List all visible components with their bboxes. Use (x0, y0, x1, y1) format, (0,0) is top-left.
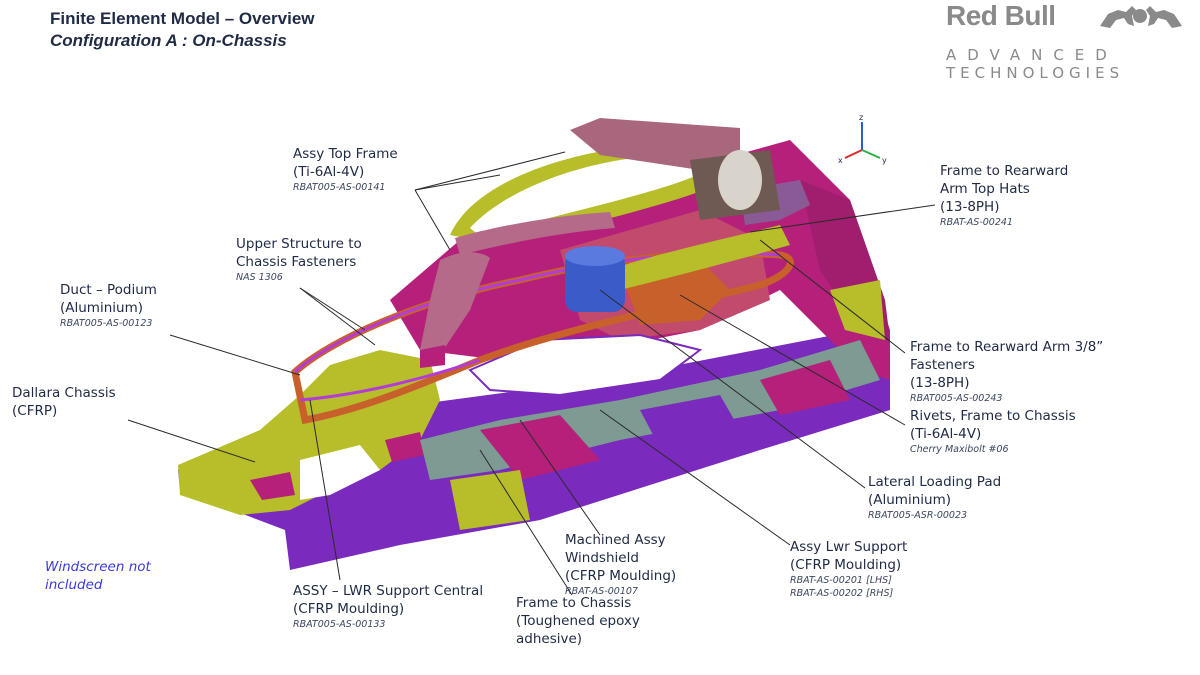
leader-lines (127, 151, 936, 596)
axis-z-label: z (859, 113, 863, 122)
label-text: (CFRP Moulding) (565, 568, 677, 584)
part-number: RBAT005-AS-00133 (293, 619, 386, 630)
label-text: (Toughened epoxy (516, 613, 640, 629)
label-top-hats: Frame to Rearward Arm Top Hats (13-8PH) … (940, 162, 1068, 229)
label-text: (Ti-6Al-4V) (293, 164, 365, 180)
part-number: RBAT-AS-00201 [LHS] (790, 575, 892, 586)
label-text: Duct – Podium (60, 282, 157, 298)
part-number: RBAT005-AS-00243 (910, 393, 1003, 404)
label-text: (13-8PH) (940, 199, 1000, 215)
label-text: Frame to Chassis (516, 595, 632, 611)
logo-brand: Red Bull (946, 0, 1056, 31)
label-text: Lateral Loading Pad (868, 474, 1002, 490)
part-number: RBAT-AS-00241 (940, 217, 1013, 228)
label-text: adhesive) (516, 631, 583, 647)
windscreen-note: Windscreen not included (45, 558, 151, 594)
label-top-frame: Assy Top Frame (Ti-6Al-4V) RBAT005-AS-00… (293, 145, 398, 194)
label-frame-chassis: Frame to Chassis (Toughened epoxy adhesi… (516, 594, 640, 648)
bulls-icon (1100, 6, 1182, 28)
part-number: Cherry Maxibolt #06 (910, 444, 1009, 455)
title-line: Finite Element Model – Overview (50, 9, 315, 28)
label-text: ASSY – LWR Support Central (293, 583, 484, 599)
label-text: (CFRP) (12, 403, 58, 419)
label-text: (CFRP Moulding) (293, 601, 405, 617)
red-bull-logo: Red Bull ADVANCED TECHNOLOGIES (946, 0, 1186, 90)
label-text: Rivets, Frame to Chassis (910, 408, 1076, 424)
label-text: (Aluminium) (868, 492, 951, 508)
axis-y-label: y (882, 156, 887, 165)
logo-advanced: ADVANCED (946, 46, 1118, 64)
label-text: Frame to Rearward Arm 3/8” (910, 339, 1104, 355)
label-text: Assy Lwr Support (790, 539, 908, 555)
label-windshield: Machined Assy Windshield (CFRP Moulding)… (565, 531, 676, 598)
label-text: Fasteners (910, 357, 975, 373)
label-text: (13-8PH) (910, 375, 970, 391)
label-loading-pad: Lateral Loading Pad (Aluminium) RBAT005-… (868, 473, 1001, 522)
part-number: RBAT005-ASR-00023 (868, 510, 968, 521)
label-text: (Aluminium) (60, 300, 143, 316)
label-text: Dallara Chassis (12, 385, 116, 401)
label-rivets: Rivets, Frame to Chassis (Ti-6Al-4V) Che… (910, 407, 1076, 456)
label-text: (Ti-6Al-4V) (910, 426, 982, 442)
note-text: included (45, 577, 103, 593)
logo-technologies: TECHNOLOGIES (946, 64, 1125, 82)
label-dallara-chassis: Dallara Chassis (CFRP) (12, 384, 116, 420)
label-text: Upper Structure to (236, 236, 362, 252)
label-text: Chassis Fasteners (236, 254, 357, 270)
label-upper-fasteners: Upper Structure to Chassis Fasteners NAS… (236, 235, 362, 284)
page-title: Finite Element Model – Overview Configur… (50, 8, 315, 52)
axis-x-label: x (838, 156, 843, 165)
label-arm-fasteners: Frame to Rearward Arm 3/8” Fasteners (13… (910, 338, 1103, 405)
label-text: (CFRP Moulding) (790, 557, 902, 573)
label-text: Frame to Rearward (940, 163, 1069, 179)
axis-triad: z x y (838, 113, 887, 165)
note-text: Windscreen not (45, 559, 151, 575)
part-number: NAS 1306 (236, 272, 283, 283)
label-text: Assy Top Frame (293, 146, 398, 162)
part-number: RBAT005-AS-00141 (293, 182, 386, 193)
label-lwr-central: ASSY – LWR Support Central (CFRP Mouldin… (293, 582, 483, 631)
label-lwr-support: Assy Lwr Support (CFRP Moulding) RBAT-AS… (790, 538, 907, 600)
part-number: RBAT-AS-00202 [RHS] (790, 588, 894, 599)
label-text: Windshield (565, 550, 639, 566)
top-frame-halo (420, 118, 810, 368)
part-number: RBAT-AS-00107 (565, 586, 638, 597)
label-duct-podium: Duct – Podium (Aluminium) RBAT005-AS-001… (60, 281, 157, 330)
part-number: RBAT005-AS-00123 (60, 318, 153, 329)
subtitle-line: Configuration A : On-Chassis (50, 31, 287, 50)
label-text: Arm Top Hats (940, 181, 1030, 197)
label-text: Machined Assy (565, 532, 666, 548)
